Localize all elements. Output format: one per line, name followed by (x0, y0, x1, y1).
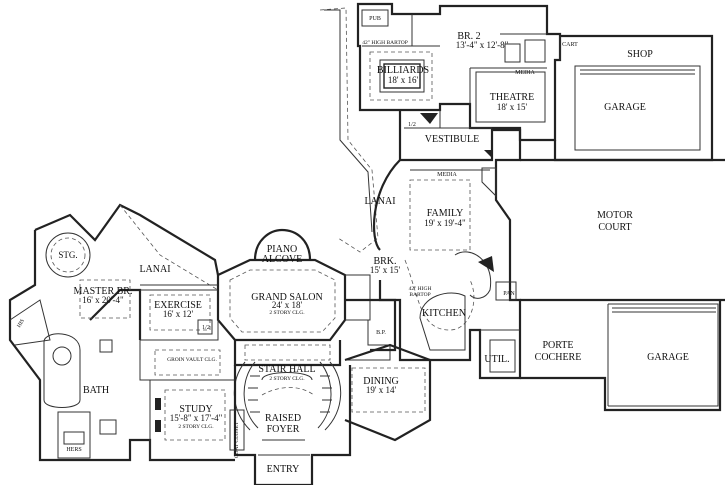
motor-court-area (520, 158, 725, 412)
raised-foyer-label-2: FOYER (267, 424, 300, 435)
bath-label: BATH (83, 385, 109, 396)
grand-salon-label: GRAND SALON (251, 292, 322, 303)
media-top-label: MEDIA (515, 70, 535, 76)
lanai-right-label: LANAI (364, 196, 395, 207)
bartop-kitchen-label-2: BARTOP (409, 292, 430, 298)
cart-label: CART (562, 42, 578, 48)
garage-right-label: GARAGE (647, 352, 689, 363)
dining-label: DINING (363, 376, 399, 387)
piano-alcove-label-2: ALCOVE (262, 254, 303, 265)
master-suite (9, 232, 213, 459)
groin-vault-label: GROIN VAULT CLG. (167, 357, 217, 363)
billiards-size: 18' x 16' (388, 75, 419, 85)
garage-top-label: GARAGE (604, 102, 646, 113)
porte-cochere-label-2: COCHERE (535, 352, 582, 363)
grand-salon-size: 24' x 18' (272, 300, 303, 310)
raised-foyer-label-1: RAISED (265, 413, 301, 424)
motor-court-label-1: MOTOR (597, 210, 633, 221)
stair-hall-note: 2 STORY CLG. (269, 376, 305, 382)
billiards-table (383, 63, 421, 89)
family-size: 19' x 19'-4" (424, 218, 466, 228)
master-br-size: 16' x 20'-4" (82, 295, 124, 305)
bartop-kitchen-label-1: 42" HIGH (409, 286, 432, 292)
master-br-label: MASTER BR. (74, 286, 133, 297)
porte-cochere-label-1: PORTE (542, 340, 573, 351)
pan-label: PAN (503, 291, 515, 297)
family-kitchen-walls (372, 110, 522, 380)
half-bath-top-label: 1/2 (408, 122, 416, 128)
vestibule-label: VESTIBULE (425, 134, 479, 145)
brk-label: BRK. (373, 256, 396, 267)
study-note: 2 STORY CLG. (178, 424, 214, 430)
theatre-size: 18' x 15' (497, 102, 528, 112)
west-wing-walls (8, 203, 245, 462)
study-size: 15'-8" x 17'-4" (170, 413, 223, 423)
brk-size: 15' x 15' (370, 265, 401, 275)
br2-label: BR. 2 (457, 31, 480, 42)
theatre-label: THEATRE (490, 92, 534, 103)
dining-size: 19' x 14' (366, 385, 397, 395)
bp-label: B.P. (376, 330, 386, 336)
room-labels: PUB 42" HIGH BARTOP BILLIARDS 18' x 16' … (16, 16, 689, 475)
bartop-top-label: 42" HIGH BARTOP (362, 40, 408, 46)
study-label: STUDY (179, 404, 212, 415)
grand-salon-note: 2 STORY CLG. (269, 310, 305, 316)
half-bath-mid-label: 1/2 (202, 325, 210, 331)
foyer-entry (233, 365, 352, 485)
media-family-label: MEDIA (437, 172, 457, 178)
vestibule-closet-mark (420, 113, 438, 124)
motor-court-label-2: COURT (598, 222, 631, 233)
kitchen-mark (478, 256, 494, 272)
central-core (216, 228, 397, 367)
stg-label: STG. (58, 250, 77, 260)
kitchen-label: KITCHEN (422, 308, 466, 319)
utility-pantry (480, 281, 520, 373)
dining-walls (344, 343, 432, 442)
stair-hall-label: STAIR HALL (258, 364, 315, 375)
family-label: FAMILY (427, 208, 464, 219)
util-label: UTIL. (484, 354, 509, 365)
pub-label: PUB (369, 16, 381, 22)
piano-alcove-label-1: PIANO (267, 244, 298, 255)
br2-size: 13'-4" x 12'-8" (456, 40, 509, 50)
theatre-floor (475, 71, 546, 123)
exercise-size: 16' x 12' (163, 309, 194, 319)
his-label: HIS (16, 318, 26, 329)
lanai-left-label: LANAI (139, 264, 170, 275)
billiards-label: BILLIARDS (377, 65, 429, 76)
shop-label: SHOP (627, 49, 653, 60)
lanai-right-outline (319, 7, 379, 253)
coat-closet-label: COAT CLOSET (234, 421, 240, 458)
entry-label: ENTRY (267, 464, 300, 475)
exercise-label: EXERCISE (154, 300, 202, 311)
vestibule-mark-right (484, 150, 492, 158)
hers-label: HERS (66, 447, 81, 453)
